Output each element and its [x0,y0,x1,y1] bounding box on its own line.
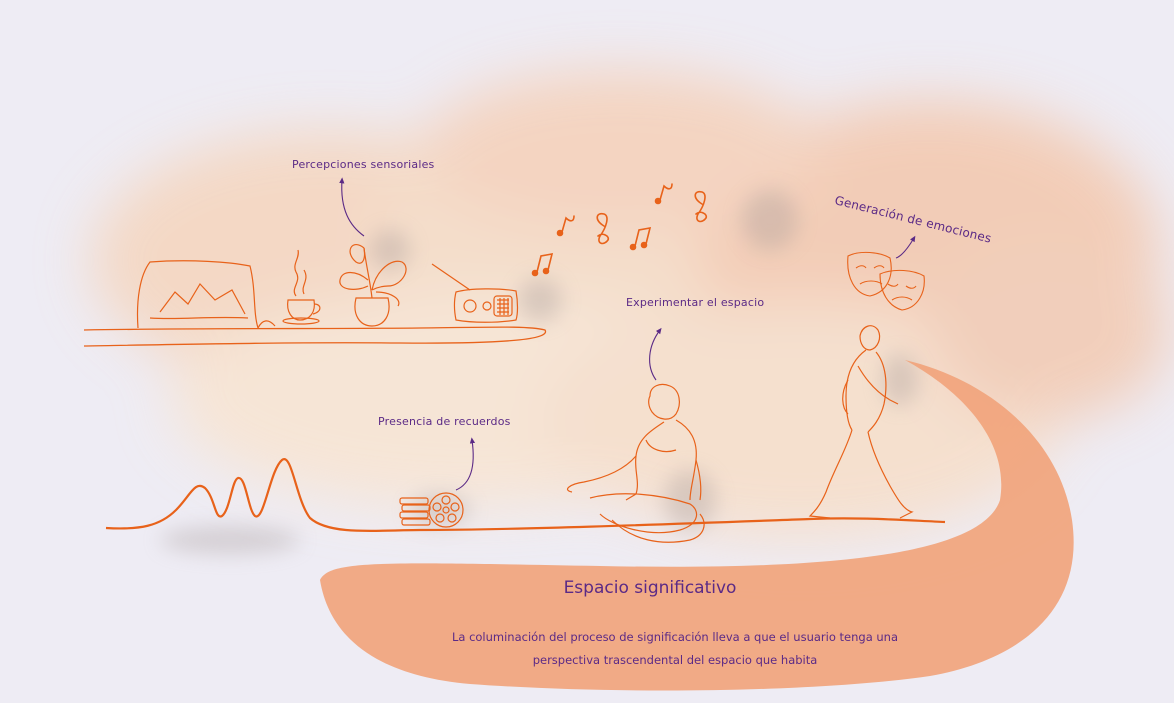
conclusion-line-2: perspectiva trascendental del espacio qu… [395,649,955,672]
conclusion-line-1: La columinación del proceso de significa… [395,626,955,649]
label-experimentar-el-espacio: Experimentar el espacio [626,296,764,309]
conclusion-title: Espacio significativo [440,578,860,598]
label-presencia-de-recuerdos: Presencia de recuerdos [378,415,511,428]
conclusion-description: La columinación del proceso de significa… [395,626,955,672]
label-percepciones-sensoriales: Percepciones sensoriales [292,158,435,171]
